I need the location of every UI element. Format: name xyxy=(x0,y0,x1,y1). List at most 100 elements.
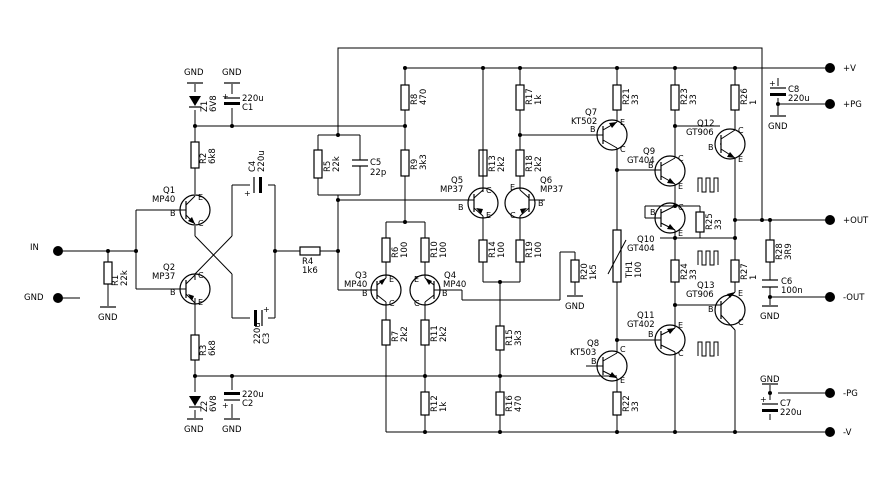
capacitor-c1: + 220u C1 xyxy=(222,92,264,113)
svg-text:TH1: TH1 xyxy=(625,261,635,279)
terminal-out-plus[interactable]: +OUT xyxy=(825,215,869,226)
gnd-c8: GND xyxy=(768,115,788,132)
svg-text:R5: R5 xyxy=(323,161,333,172)
svg-text:GND: GND xyxy=(184,425,204,435)
zener-z2: Z2 6V8 xyxy=(189,395,219,412)
resistor-r25: R25 33 xyxy=(695,211,724,233)
resistor-r7: R7 2k2 xyxy=(381,319,410,346)
svg-text:R2: R2 xyxy=(199,153,209,164)
svg-text:KT503: KT503 xyxy=(570,348,596,358)
svg-text:R22: R22 xyxy=(622,395,632,412)
svg-text:R23: R23 xyxy=(680,88,690,105)
svg-text:3R9: 3R9 xyxy=(784,243,794,260)
resistor-r10: R10 100 xyxy=(420,237,449,263)
terminal-pg-minus[interactable]: -PG xyxy=(825,388,858,399)
ground-symbols: GND GND GND GND GND GND GND GND GND xyxy=(98,68,788,435)
resistor-r16: R16 470 xyxy=(495,391,524,416)
svg-text:22p: 22p xyxy=(370,168,386,178)
svg-text:MP37: MP37 xyxy=(440,185,463,195)
svg-text:Q8: Q8 xyxy=(587,339,599,349)
resistor-r11: R11 2k2 xyxy=(420,319,449,346)
svg-text:+: + xyxy=(244,189,251,198)
terminal-out-minus[interactable]: -OUT xyxy=(825,292,865,303)
svg-text:C: C xyxy=(510,211,516,220)
svg-text:R24: R24 xyxy=(680,263,690,280)
terminal-vplus[interactable]: +V xyxy=(825,63,856,74)
svg-text:Q13: Q13 xyxy=(697,281,715,291)
svg-text:2k2: 2k2 xyxy=(497,156,507,172)
thermistor-th1: TH1 100 xyxy=(607,229,644,283)
svg-text:GT404: GT404 xyxy=(627,156,655,166)
svg-text:220u: 220u xyxy=(257,150,267,172)
terminal-vminus[interactable]: -V xyxy=(825,427,852,438)
svg-text:MP37: MP37 xyxy=(540,185,563,195)
resistor-r22: R22 33 xyxy=(612,391,641,416)
svg-text:1k: 1k xyxy=(439,402,449,412)
resistor-r1: R1 22k xyxy=(103,261,130,286)
svg-text:+: + xyxy=(769,79,776,88)
svg-text:Q5: Q5 xyxy=(451,176,463,186)
svg-text:2k2: 2k2 xyxy=(400,326,410,342)
svg-text:6V8: 6V8 xyxy=(209,95,219,112)
svg-text:-OUT: -OUT xyxy=(843,293,865,303)
svg-text:33: 33 xyxy=(631,94,641,105)
gnd-c1: GND xyxy=(222,68,242,84)
svg-text:+PG: +PG xyxy=(843,100,862,110)
svg-text:C: C xyxy=(738,126,744,135)
svg-text:E: E xyxy=(414,275,419,284)
svg-text:220u: 220u xyxy=(242,390,264,400)
svg-text:33: 33 xyxy=(689,269,699,280)
svg-text:B: B xyxy=(708,143,714,152)
svg-text:3k3: 3k3 xyxy=(419,154,429,170)
svg-text:GT906: GT906 xyxy=(686,128,714,138)
svg-text:MP40: MP40 xyxy=(443,280,466,290)
svg-text:220u: 220u xyxy=(242,94,264,104)
resistor-r17: R17 1k xyxy=(515,84,544,111)
terminal-gnd-in[interactable]: GND xyxy=(24,293,63,303)
svg-text:E: E xyxy=(198,298,203,307)
svg-text:R10: R10 xyxy=(430,241,440,258)
svg-text:R15: R15 xyxy=(505,329,515,346)
svg-text:E: E xyxy=(620,118,625,127)
terminal-pg-plus[interactable]: +PG xyxy=(825,99,862,110)
svg-text:Q1: Q1 xyxy=(163,186,175,196)
resistor-r24: R24 33 xyxy=(670,259,699,283)
svg-text:100n: 100n xyxy=(781,286,803,296)
junctions xyxy=(106,66,780,434)
svg-text:C: C xyxy=(198,219,204,228)
svg-text:C: C xyxy=(198,271,204,280)
svg-text:B: B xyxy=(362,289,368,298)
resistor-r5: R5 22k xyxy=(313,149,342,179)
svg-text:C: C xyxy=(738,318,744,327)
gnd-r1: GND xyxy=(98,306,118,323)
svg-text:B: B xyxy=(648,161,654,170)
svg-text:-V: -V xyxy=(843,428,852,438)
svg-text:GND: GND xyxy=(222,68,242,78)
capacitor-c5: C5 22p xyxy=(352,158,386,178)
svg-text:C4: C4 xyxy=(248,161,258,172)
gnd-c7: GND xyxy=(760,375,780,385)
svg-text:B: B xyxy=(538,199,544,208)
svg-text:B: B xyxy=(590,125,596,134)
svg-text:6V8: 6V8 xyxy=(209,395,219,412)
svg-text:Z2: Z2 xyxy=(200,401,210,412)
svg-text:R17: R17 xyxy=(525,88,535,105)
svg-text:GND: GND xyxy=(184,68,204,78)
svg-text:Q9: Q9 xyxy=(643,147,655,157)
svg-text:C1: C1 xyxy=(242,103,253,113)
svg-text:GND: GND xyxy=(760,312,780,322)
svg-text:GT906: GT906 xyxy=(686,290,714,300)
resistor-r4: R4 1k6 xyxy=(299,246,321,276)
svg-text:33: 33 xyxy=(689,94,699,105)
svg-text:R28: R28 xyxy=(775,243,785,260)
capacitor-c2: + 220u C2 xyxy=(222,390,264,410)
terminal-in[interactable]: IN xyxy=(30,243,63,256)
resistor-r13: R13 2k2 xyxy=(478,149,507,177)
svg-text:GND: GND xyxy=(760,375,780,385)
svg-text:Z1: Z1 xyxy=(200,101,210,112)
svg-text:R1: R1 xyxy=(111,275,121,286)
